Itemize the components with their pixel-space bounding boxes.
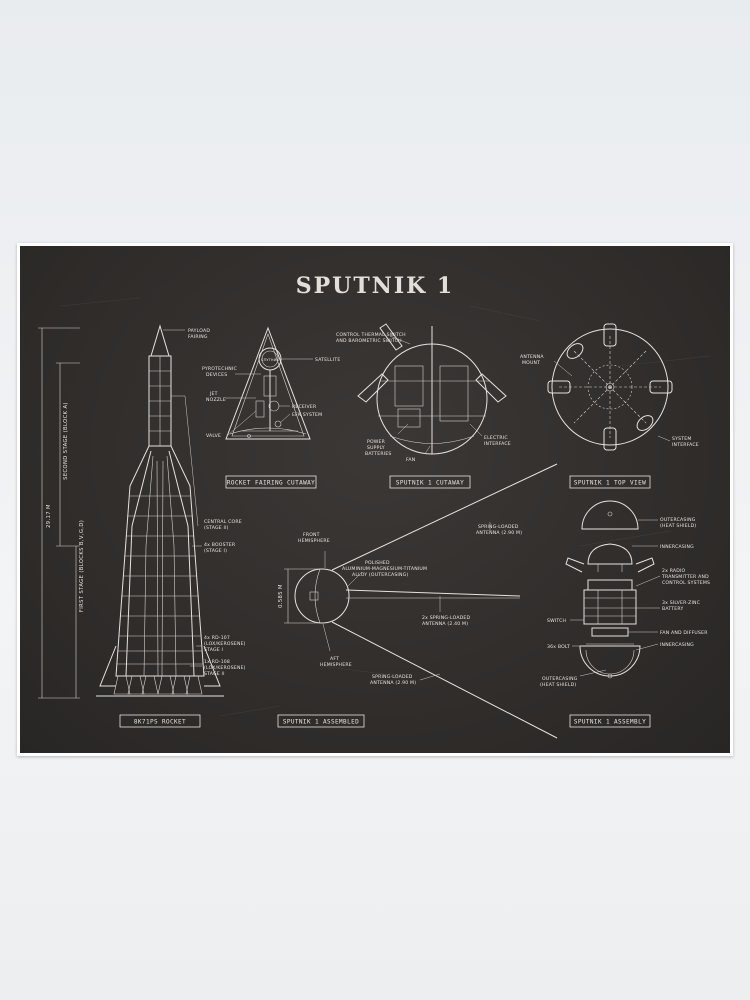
rocket-caption: 8K71PS ROCKET	[134, 719, 186, 726]
fairing-caption: ROCKET FAIRING CUTAWAY	[227, 480, 315, 487]
topview-label-antenna-2: MOUNT	[522, 360, 540, 366]
fairing-label-satellite: SATELLITE	[315, 357, 340, 363]
assembled-label-ant1-1: SPRING-LOADED	[478, 524, 519, 530]
rocket-caption-box	[119, 714, 201, 728]
fairing-label-pyro-2: DEVICES	[206, 372, 227, 378]
cutaway-label-power-1: POWER	[367, 439, 386, 445]
chalk-texture	[59, 297, 711, 717]
topview-caption: SPUTNIK 1 TOP VIEW	[574, 480, 646, 487]
assembled-label-front-1: FRONT	[303, 532, 320, 538]
assembled-label-polished-1: POLISHED	[365, 560, 390, 566]
assembly-label-radio-1: 2x RADIO	[662, 568, 686, 574]
rocket-total-height: 29.17 M	[46, 504, 52, 528]
poster-title: SPUTNIK 1	[296, 273, 454, 299]
fairing-label-pyro-1: PYROTECHNIC	[202, 366, 237, 372]
cutaway-label-electric-2: INTERFACE	[484, 441, 511, 447]
assembled-drawing	[284, 463, 558, 739]
rocket-drawing: 29.17 M SECOND STAGE (BLOCK A) FIRST STA…	[38, 324, 224, 699]
rocket-label-rd107-3: STAGE I	[204, 647, 223, 653]
rocket-label-core-1: CENTRAL CORE	[204, 519, 242, 525]
rocket-label-rd107-1: 4x RD-107	[204, 635, 230, 641]
assembled-label-polished-2: ALUMINIUM-MAGNESIUM-TITANIUM	[342, 566, 427, 572]
assembly-caption: SPUTNIK 1 ASSEMBLY	[574, 719, 646, 726]
fairing-drawing	[225, 326, 313, 440]
fairing-label-receiver: RECEIVER	[292, 404, 317, 410]
topview-label-system-1: SYSTEM	[672, 436, 692, 442]
rocket-label-rd107-2: (LOX/KEROSENE)	[204, 641, 246, 647]
assembly-label-radio-3: CONTROL SYSTEMS	[662, 580, 710, 586]
rocket-label-payload-1: PAYLOAD	[188, 328, 210, 334]
assembly-label-radio-2: TRANSMITTER AND	[661, 574, 709, 580]
assembly-label-bolt: 36x BOLT	[547, 644, 570, 650]
assembly-label-outer-top-2: (HEAT SHIELD)	[660, 523, 696, 529]
poster-frame: SPUTNIK 1 29.17 M SECOND STAGE (BLOCK A)…	[17, 243, 733, 756]
topview-label-system-2: INTERFACE	[672, 442, 699, 448]
assembly-label-outer-top-1: OUTERCASING	[660, 517, 696, 523]
assembled-label-front-2: HEMISPHERE	[298, 538, 330, 544]
assembled-label-ant3-2: ANTENNA (2.90 M)	[370, 680, 416, 686]
cutaway-drawing	[357, 323, 507, 455]
assembly-label-outer-bottom-1: OUTERCASING	[542, 676, 578, 682]
topview-caption-box	[569, 475, 651, 489]
rocket-label-booster-2: (STAGE I)	[204, 548, 227, 554]
cutaway-caption-box	[389, 475, 471, 489]
assembly-drawing	[565, 500, 661, 679]
cutaway-label-power-2: SUPPLY	[367, 445, 385, 451]
assembly-caption-box	[569, 714, 651, 728]
fairing-label-valve: VALVE	[206, 433, 221, 439]
assembled-diameter: 0.585 M	[278, 584, 284, 608]
cutaway-label-thermal-1: CONTROL THERMAL SWITCH	[336, 332, 406, 338]
assembled-label-ant3-1: SPRING-LOADED	[372, 674, 413, 680]
cutaway-caption: SPUTNIK 1 CUTAWAY	[396, 480, 464, 487]
rocket-label-rd108-2: (LOX/KEROSENE)	[204, 665, 246, 671]
fairing-label-jet-1: JET	[209, 391, 218, 397]
assembly-label-fan: FAN AND DIFFUSER	[660, 630, 708, 636]
cutaway-label-fan: FAN	[406, 457, 415, 463]
rocket-first-stage-label: FIRST STAGE (BLOCKS B,V,G,D)	[79, 520, 85, 612]
rocket-label-rd108-3: STAGE II	[204, 671, 225, 677]
assembly-label-battery-1: 3x SILVER-ZINC	[662, 600, 700, 606]
assembled-label-aft-2: HEMISPHERE	[320, 662, 352, 668]
assembly-label-inner-bottom: INNERCASING	[660, 642, 694, 648]
fairing-label-efk: EFK SYSTEM	[292, 412, 322, 418]
topview-drawing	[547, 323, 673, 451]
assembled-label-aft-1: AFT	[330, 656, 339, 662]
fairing-label-jet-2: NOZZLE	[206, 397, 226, 403]
assembly-label-switch: SWITCH	[547, 618, 566, 624]
fairing-stamp: СПУТНИК	[261, 358, 279, 362]
topview-label-antenna-1: ANTENNA	[520, 354, 544, 360]
blueprint-board: SPUTNIK 1 29.17 M SECOND STAGE (BLOCK A)…	[20, 246, 730, 753]
assembled-label-ant2-2: ANTENNA (2.40 M)	[422, 621, 468, 627]
rocket-second-stage-label: SECOND STAGE (BLOCK A)	[63, 402, 69, 480]
rocket-label-rd108-1: 1x RD-108	[204, 659, 230, 665]
rocket-label-booster-1: 4x BOOSTER	[204, 542, 236, 548]
assembled-label-ant1-2: ANTENNA (2.90 M)	[476, 530, 522, 536]
assembled-caption: SPUTNIK 1 ASSEMBLED	[283, 719, 359, 726]
assembled-label-ant2-1: 2x SPRING-LOADED	[422, 615, 471, 621]
cutaway-label-electric-1: ELECTRIC	[484, 435, 508, 441]
assembled-caption-box	[277, 714, 365, 728]
assembly-label-outer-bottom-2: (HEAT SHIELD)	[540, 682, 576, 688]
assembly-label-battery-2: BATTERY	[662, 606, 683, 612]
cutaway-label-power-3: BATTERIES	[365, 451, 392, 457]
cutaway-label-thermal-2: AND BAROMETRIC SWITCH	[336, 338, 402, 344]
fairing-caption-box	[225, 475, 317, 489]
assembly-label-inner-top: INNERCASING	[660, 544, 694, 550]
assembled-label-polished-3: ALLOY (OUTERCASING)	[352, 572, 408, 578]
blueprint-drawing: SPUTNIK 1 29.17 M SECOND STAGE (BLOCK A)…	[38, 273, 711, 739]
rocket-label-core-2: (STAGE II)	[204, 525, 229, 531]
rocket-label-payload-2: FAIRING	[188, 334, 208, 340]
